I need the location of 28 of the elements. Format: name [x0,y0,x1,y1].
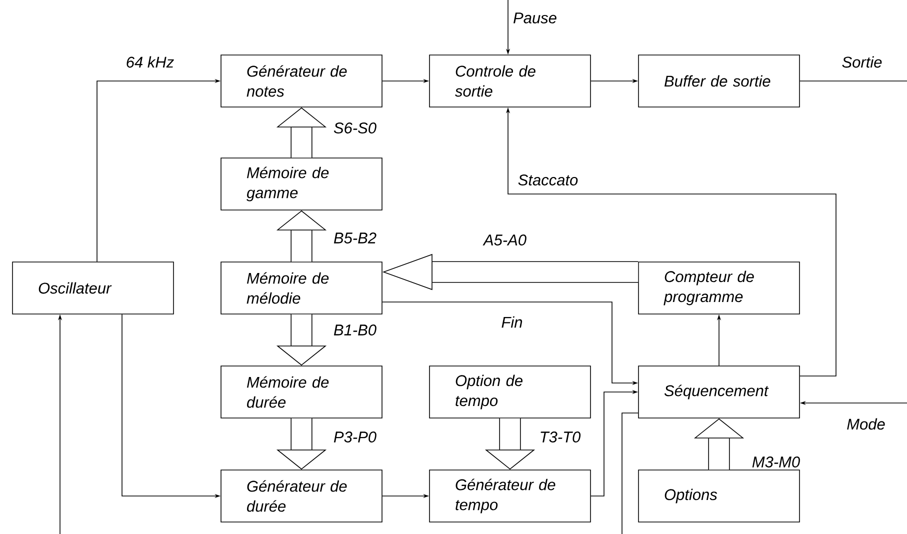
edge-label: A5-A0 [482,234,528,246]
block-box: Controle de sortie [429,54,591,108]
edge-label: M3-M0 [750,456,802,468]
block-box: Séquencement [638,366,800,418]
connector-line [622,412,638,534]
block-box: Mémoire de gamme [220,158,382,210]
edge-label: Mode [846,417,886,431]
edge-label: Sortie [840,55,884,69]
block-box: Générateur de tempo [429,470,591,522]
edge-label: Staccato [516,174,580,186]
block-box: Mémoire de durée [220,366,382,418]
edge-label: T3-T0 [538,430,582,444]
edge-label: S6-S0 [332,122,378,134]
edge-label: 64 kHz [124,55,176,69]
block-box: Options [638,470,800,522]
block-box: Mémoire de mélodie [220,262,382,314]
edge-label: B1-B0 [332,324,378,336]
block-box: Buffer de sortie [638,54,800,108]
edge-label: P3-P0 [332,430,378,444]
block-box: Générateur de durée [220,470,382,522]
connector-line [800,80,907,82]
edge-label: B5-B2 [332,232,378,244]
block-box: Option de tempo [429,366,591,418]
block-box: Générateur de notes [220,54,382,108]
edge-label: Fin [500,315,524,329]
block-box: Compteur de programme [638,262,800,314]
edge-label: Pause [512,12,558,24]
block-box: Oscillateur [12,262,174,314]
